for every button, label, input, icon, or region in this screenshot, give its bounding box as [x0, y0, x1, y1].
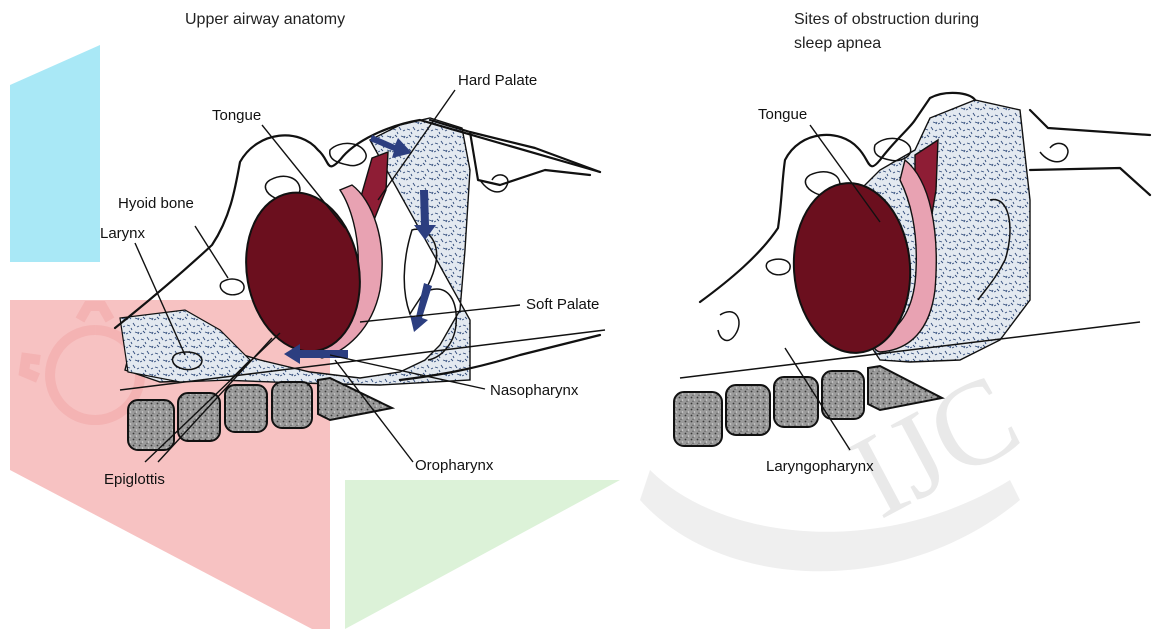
vertebra — [674, 392, 722, 446]
vertebra — [726, 385, 770, 435]
label-hyoid-bone: Hyoid bone — [118, 195, 194, 212]
right-panel-title-line1: Sites of obstruction during — [794, 11, 979, 28]
label-larynx: Larynx — [100, 225, 146, 242]
watermark-green-shape — [345, 480, 620, 629]
right-panel-title-line2: sleep apnea — [794, 35, 881, 52]
label-nasopharynx: Nasopharynx — [490, 382, 579, 399]
watermark-cyan-shape — [10, 45, 100, 262]
left-panel-title: Upper airway anatomy — [185, 11, 345, 28]
right-hyoid-bone — [766, 259, 790, 275]
label-right-tongue: Tongue — [758, 106, 807, 123]
left-teeth-upper — [330, 143, 366, 165]
label-hard-palate: Hard Palate — [458, 72, 537, 89]
label-oropharynx: Oropharynx — [415, 457, 494, 474]
vertebra — [225, 385, 267, 432]
label-epiglottis: Epiglottis — [104, 471, 165, 488]
right-teeth-upper — [874, 138, 910, 160]
left-hyoid-bone — [220, 279, 244, 295]
vertebra — [128, 400, 174, 450]
label-laryngopharynx: Laryngopharynx — [766, 458, 874, 475]
label-soft-palate: Soft Palate — [526, 296, 599, 313]
label-tongue: Tongue — [212, 107, 261, 124]
vertebra — [774, 377, 818, 427]
vertebra — [822, 371, 864, 419]
right-larynx-fold — [718, 312, 739, 341]
right-nasal-curl — [1040, 143, 1068, 161]
vertebra — [272, 382, 312, 428]
